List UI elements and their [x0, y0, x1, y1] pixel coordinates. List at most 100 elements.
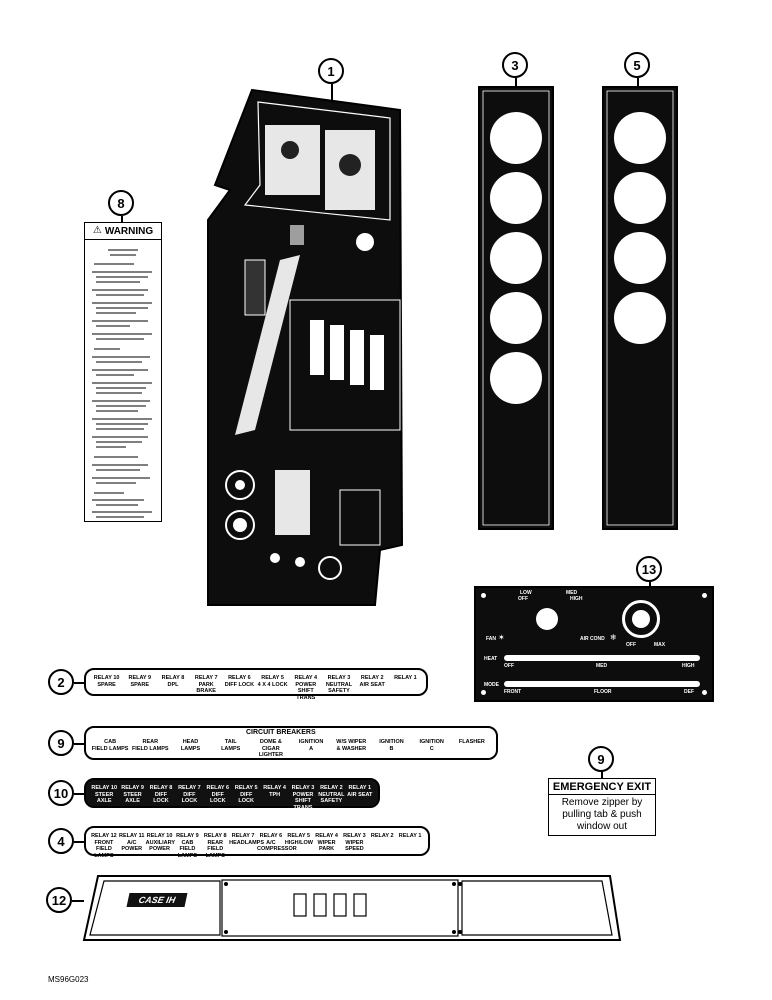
temp-knob[interactable]	[632, 610, 650, 628]
cell-title: FLASHER	[458, 739, 485, 745]
cell-subtitle: WIPER PARK	[317, 839, 336, 853]
leader-line-8	[121, 216, 123, 224]
leader-line-9	[601, 772, 603, 778]
cell-title: RELAY 3	[343, 833, 366, 839]
cell-subtitle: NEUTRAL SAFETY	[318, 791, 345, 805]
strip-2-cell: RELAY 1	[389, 670, 422, 694]
callout-9: 9	[588, 746, 614, 772]
fan-med-label: MED	[566, 590, 578, 596]
case-ih-logo: CASE IH	[126, 893, 188, 907]
cell-title: RELAY 1	[348, 785, 372, 791]
mode-def-label: DEF	[684, 689, 694, 695]
cell-title: RELAY 1	[394, 675, 417, 681]
cell-title: RELAY 7	[231, 833, 255, 839]
heat-label: HEAT	[484, 656, 498, 662]
warning-triangle-icon: ⚠	[92, 225, 102, 236]
leader-line-5	[637, 78, 639, 88]
cell-subtitle: AUXILIARY POWER	[145, 839, 176, 853]
warning-text-lines	[92, 249, 152, 518]
cell-subtitle: DIFF LOCK	[153, 791, 169, 805]
gauge-panel-3	[478, 86, 554, 530]
mode-label: MODE	[484, 682, 499, 688]
emergency-exit-body: Remove zipper by pulling tab & push wind…	[561, 797, 643, 832]
cell-title: RELAY 1	[398, 833, 422, 839]
cell-subtitle: HEADLAMPS	[229, 839, 264, 846]
cell-title: RELAY 5	[234, 785, 258, 791]
circuit-breaker-cell: FLASHER	[452, 734, 492, 758]
callout-13: 13	[636, 556, 662, 582]
callout-3: 3	[502, 52, 528, 78]
cell-title: RELAY 4	[294, 675, 318, 681]
emergency-exit-decal: EMERGENCY EXIT Remove zipper by pulling …	[548, 778, 656, 836]
cell-title: DOME &	[259, 739, 282, 745]
cell-title: RELAY 4	[263, 785, 286, 791]
cell-subtitle: A/C COMPRESSOR	[257, 839, 297, 853]
heat-off-label: OFF	[504, 663, 514, 669]
cell-subtitle: FRONT FIELD LAMPS	[94, 839, 114, 859]
cell-title: CAB	[104, 739, 117, 745]
cell-title: RELAY 9	[176, 833, 199, 839]
leader-line-4	[74, 841, 84, 843]
cell-title: RELAY 9	[121, 785, 144, 791]
cell-subtitle: LAMPS	[180, 745, 201, 752]
callout-1: 1	[318, 58, 344, 84]
cell-title: RELAY 5	[287, 833, 311, 839]
cell-subtitle: C	[429, 745, 434, 752]
cell-subtitle: DIFF LOCK	[181, 791, 198, 805]
cell-title: RELAY 8	[203, 833, 227, 839]
leader-line-11	[74, 793, 84, 795]
cell-subtitle: CAB FIELD LAMPS	[177, 839, 198, 859]
gauge-panel-5	[602, 86, 678, 530]
cell-title: RELAY 8	[149, 785, 173, 791]
leader-line-10	[74, 743, 84, 745]
cell-title: W/S WIPER	[336, 739, 367, 745]
cell-subtitle: LAMPS	[221, 745, 241, 752]
leader-line-1	[331, 84, 333, 104]
cell-subtitle: SPARE	[97, 681, 116, 688]
cell-subtitle: CIGAR LIGHTER	[258, 745, 283, 759]
cell-title: RELAY 8	[161, 675, 185, 681]
cell-subtitle: AIR SEAT	[347, 791, 373, 798]
cell-title: RELAY 7	[194, 675, 218, 681]
fan-knob[interactable]	[536, 608, 558, 630]
cell-subtitle: 4 X 4 LOCK	[257, 681, 288, 688]
warning-heading: WARNING	[104, 225, 154, 237]
cell-subtitle: HIGH/LOW	[284, 839, 313, 846]
mode-slider-track[interactable]	[504, 681, 700, 687]
cell-subtitle: AIR SEAT	[359, 681, 385, 688]
cell-title: RELAY 6	[259, 833, 283, 839]
cell-subtitle: STEER AXLE	[95, 791, 114, 805]
cell-subtitle: B	[389, 745, 394, 752]
cell-title: RELAY 9	[128, 675, 152, 681]
mode-floor-label: FLOOR	[594, 689, 612, 695]
cell-title: IGNITION	[379, 739, 404, 745]
temp-knob-ring[interactable]	[622, 600, 660, 638]
heat-slider-track[interactable]	[504, 655, 700, 661]
part-code: MS96G023	[48, 975, 89, 984]
callout-5: 5	[624, 52, 650, 78]
